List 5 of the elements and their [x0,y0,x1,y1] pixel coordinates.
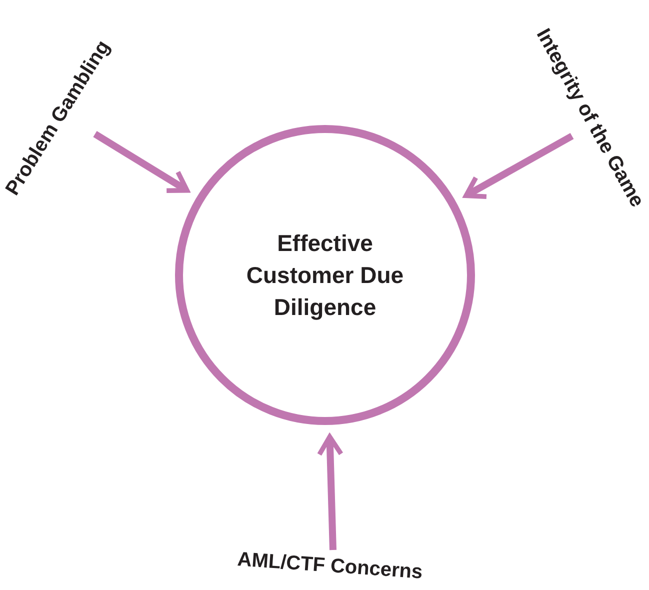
arrow [464,132,574,199]
arrow [317,434,344,550]
curved-label: AML/CTF Concerns [236,544,424,588]
arrow [93,131,190,193]
node-label: Effective Customer Due Diligence [245,228,405,322]
